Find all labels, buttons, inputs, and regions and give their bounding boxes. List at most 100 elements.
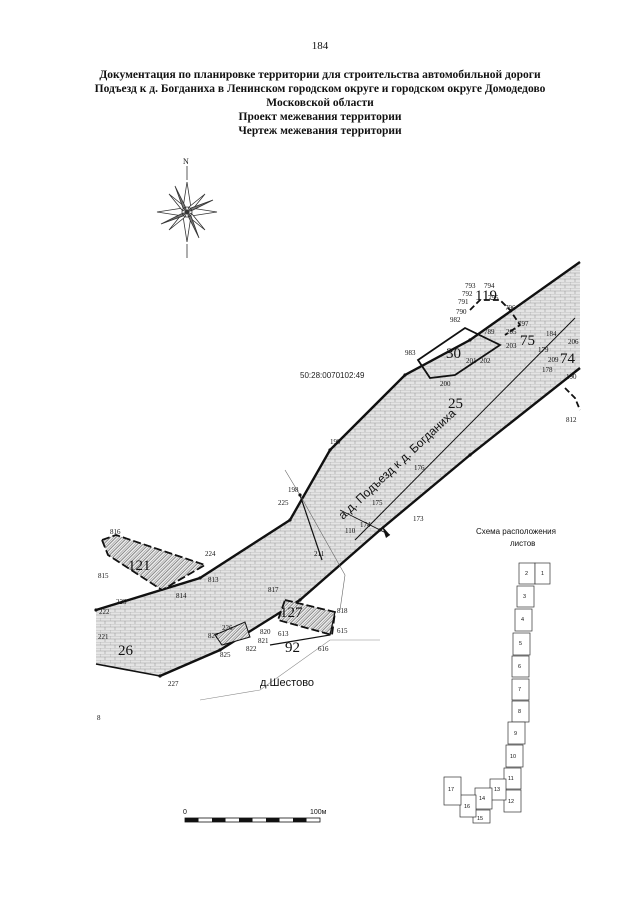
sheet-number: 17 [448, 787, 454, 793]
sheet-number: 6 [518, 664, 521, 670]
parcel-label-121: 121 [128, 558, 151, 574]
point-label: 226 [222, 624, 233, 632]
sheet-number: 12 [508, 799, 514, 805]
point-label: 790 [456, 308, 467, 316]
point-label: 110 [345, 527, 356, 535]
parcel-119-boundary [469, 299, 522, 336]
local-road-line [199, 639, 380, 701]
north-label: N [183, 157, 189, 166]
arrow-line [339, 509, 391, 536]
cadastral-number: 50:28:0070102:49 [300, 371, 365, 380]
parcel-label-26: 26 [118, 643, 134, 659]
point-label: 818 [337, 607, 348, 615]
compass-rose-icon [156, 166, 218, 258]
point-label: 796 [505, 304, 516, 312]
sheet-number: 16 [464, 804, 470, 810]
scale-end-label: 100м [310, 809, 327, 816]
point-label: 983 [405, 349, 416, 357]
point-label: 816 [110, 528, 121, 536]
sheet-number: 2 [525, 571, 528, 577]
parcel-label-92: 92 [285, 640, 300, 656]
point-label: 792 [462, 290, 473, 298]
point-label: 615 [337, 627, 348, 635]
sheet-number: 10 [510, 754, 516, 760]
point-label: 199 [330, 438, 341, 446]
point-label: 203 [506, 342, 517, 350]
parcel-30 [416, 326, 502, 379]
sheet-number: 14 [479, 796, 485, 802]
point-label: 223 [116, 598, 127, 606]
point-label: 982 [450, 316, 461, 324]
arrow-head-icon [382, 526, 390, 538]
parcel-74-boundary [564, 387, 581, 411]
point-label: 225 [278, 499, 289, 507]
village-label: д.Шестово [260, 677, 314, 689]
point-label: 224 [205, 550, 216, 558]
point-label: 795 [488, 294, 499, 302]
parcel-label-127: 127 [280, 605, 303, 621]
point-label: 221 [98, 633, 109, 641]
title-line-1: Документация по планировке территории дл… [99, 69, 541, 81]
cross-section-line [299, 494, 323, 561]
point-label: 815 [98, 572, 109, 580]
sheet-number: 9 [514, 731, 517, 737]
point-label: 178 [542, 366, 553, 374]
title-line-3: Московской области [266, 97, 374, 109]
boundary-points [94, 338, 472, 678]
sheet-number: 11 [508, 776, 514, 782]
point-label: 793 [465, 282, 476, 290]
point-label: 179 [538, 346, 549, 354]
point-label: 227 [168, 680, 179, 688]
sheet-number: 13 [494, 787, 500, 793]
parcel-121 [100, 534, 208, 592]
point-label: 812 [566, 416, 577, 424]
point-label: 791 [458, 298, 469, 306]
sheet-numbers: 2 1 3 4 5 6 7 8 9 10 11 12 13 14 15 16 1… [448, 571, 544, 822]
sheet-number: 8 [518, 709, 521, 715]
point-labels: 793 794 792 791 795 796 982 790 797 205 … [97, 282, 579, 722]
parcel-label-74: 74 [560, 351, 576, 367]
point-label: 817 [268, 586, 279, 594]
point-label: 827 [208, 632, 219, 640]
point-label: 184 [546, 330, 557, 338]
sheet-layout-scheme [443, 562, 551, 824]
scheme-title-line-2: листов [510, 539, 535, 548]
point-label: 176 [414, 464, 425, 472]
point-label: 200 [440, 380, 451, 388]
road-axis-line [354, 317, 576, 541]
point-label: 797 [518, 320, 529, 328]
point-label: 211 [314, 550, 325, 558]
road-corridor [96, 262, 580, 676]
title-line-4: Проект межевания территории [238, 111, 402, 123]
sheet-number: 4 [521, 617, 524, 623]
parcel-825-block [214, 621, 251, 646]
point-label: 209 [548, 356, 559, 364]
sheet-number: 7 [518, 687, 521, 693]
point-label: 814 [176, 592, 187, 600]
parcel-label-30: 30 [446, 346, 461, 362]
road-boundary-south [159, 367, 581, 678]
point-label: 173 [413, 515, 424, 523]
document-title: Документация по планировке территории дл… [40, 68, 600, 138]
sheet-number: 15 [477, 816, 483, 822]
scale-start-label: 0 [183, 809, 187, 816]
point-label: 822 [246, 645, 257, 653]
sheet-number: 5 [519, 641, 522, 647]
road-boundary-bottom [95, 663, 161, 677]
stream-line [284, 469, 346, 611]
parcel-label-25: 25 [448, 396, 463, 412]
point-label: 789 [484, 328, 495, 336]
parcel-label-119: 119 [475, 288, 497, 304]
point-label: 202 [480, 357, 491, 365]
point-label: 820 [260, 628, 271, 636]
point-label: 190 [566, 373, 577, 381]
point-label: 8 [97, 714, 101, 722]
point-label: 222 [99, 608, 110, 616]
parcel-label-75: 75 [520, 333, 535, 349]
page-number: 184 [311, 40, 329, 52]
point-label: 616 [318, 645, 329, 653]
parcel-92-boundary [269, 611, 336, 646]
point-label: 206 [568, 338, 579, 346]
point-label: 205 [506, 328, 517, 336]
